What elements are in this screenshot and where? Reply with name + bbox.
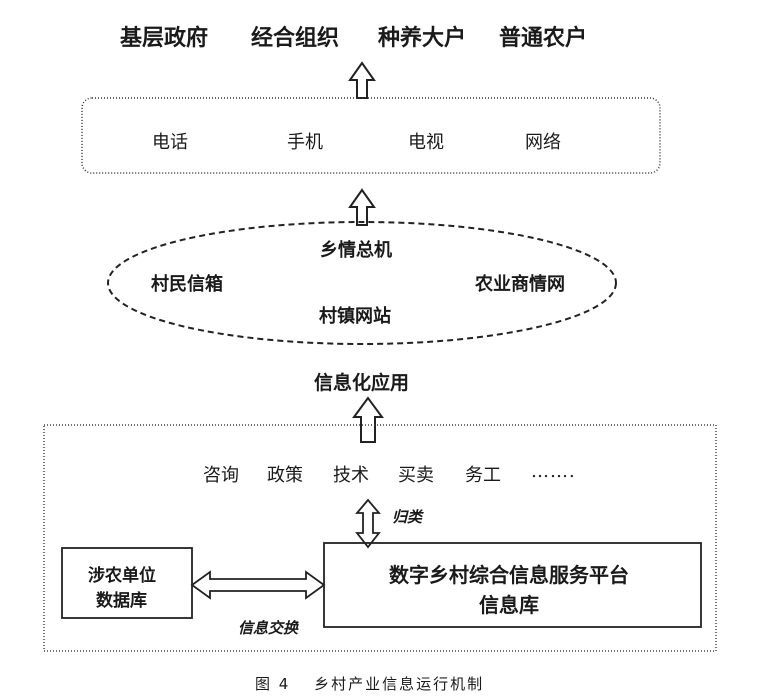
app-mailbox: 村民信箱 bbox=[151, 274, 223, 295]
apps-ellipse bbox=[107, 221, 617, 345]
channel-tv: 电视 bbox=[408, 132, 444, 153]
top-item-ordinary-farmer: 普通农户 bbox=[499, 26, 588, 51]
channel-network: 网络 bbox=[525, 132, 561, 153]
service-trade: 买卖 bbox=[398, 465, 434, 486]
service-labor: 务工 bbox=[465, 465, 501, 486]
service-policy: 政策 bbox=[267, 465, 303, 486]
up-arrow-2 bbox=[348, 188, 376, 226]
service-more: ……. bbox=[531, 461, 576, 482]
exchange-label: 信息交换 bbox=[238, 619, 299, 637]
figure-caption: 图 4 乡村产业信息运行机制 bbox=[255, 675, 485, 693]
info-application-label: 信息化应用 bbox=[314, 372, 410, 394]
left-box-line2: 数据库 bbox=[96, 591, 147, 611]
channel-phone: 电话 bbox=[152, 132, 188, 153]
left-db-box bbox=[61, 547, 193, 619]
top-item-government: 基层政府 bbox=[120, 26, 209, 51]
left-box-line1: 涉农单位 bbox=[88, 566, 156, 586]
channels-box bbox=[81, 97, 661, 174]
right-box-line1: 数字乡村综合信息服务平台 bbox=[389, 563, 629, 587]
app-town-website: 村镇网站 bbox=[319, 306, 391, 327]
app-hotline: 乡情总机 bbox=[320, 240, 392, 261]
double-arrow-vertical bbox=[355, 498, 381, 549]
double-arrow-horizontal bbox=[190, 570, 326, 600]
app-market-net: 农业商情网 bbox=[475, 274, 565, 295]
classify-label: 归类 bbox=[392, 508, 423, 526]
channel-mobile: 手机 bbox=[287, 132, 323, 153]
right-box-line2: 信息库 bbox=[479, 593, 539, 617]
top-item-large-farmer: 种养大户 bbox=[378, 26, 467, 51]
top-item-cooperative: 经合组织 bbox=[251, 26, 340, 51]
service-tech: 技术 bbox=[333, 465, 369, 486]
up-arrow-1 bbox=[348, 61, 376, 99]
up-arrow-3 bbox=[352, 396, 384, 443]
service-consult: 咨询 bbox=[203, 465, 239, 486]
platform-frame bbox=[43, 424, 717, 652]
